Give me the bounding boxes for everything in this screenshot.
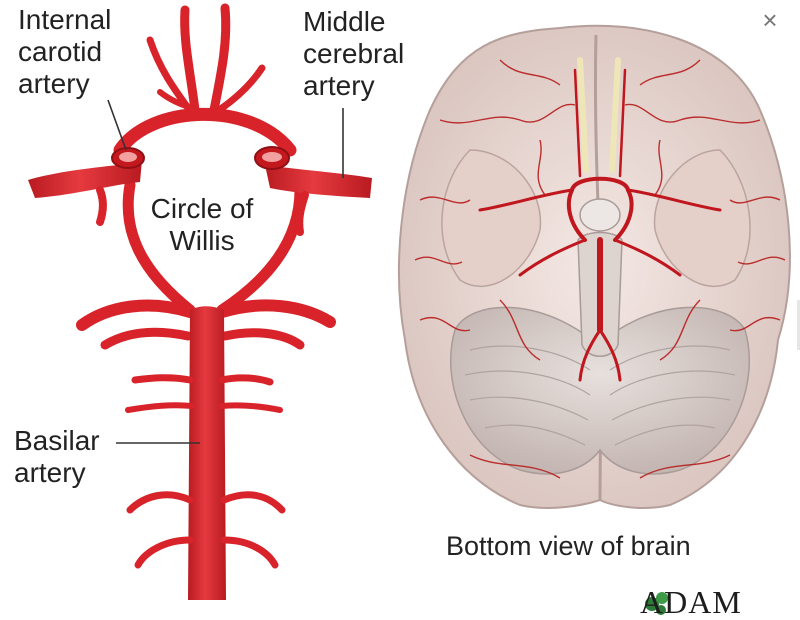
adam-logo-text: ADAM: [640, 586, 742, 618]
leader-lines: [108, 100, 343, 443]
close-icon[interactable]: ×: [756, 6, 784, 34]
adam-logo: ADAM: [640, 586, 742, 618]
bottom-view-caption: Bottom view of brain: [446, 530, 691, 562]
basilar-artery-label: Basilar artery: [14, 425, 100, 489]
middle-cerebral-right: [255, 147, 372, 232]
internal-carotid-artery-label: Internal carotid artery: [18, 4, 111, 100]
basilar-artery-vessel: [128, 306, 282, 600]
upper-branches: [150, 8, 262, 110]
circle-of-willis-label: Circle of Willis: [137, 193, 267, 257]
brain-bottom-view: [399, 26, 790, 508]
middle-cerebral-artery-label: Middle cerebral artery: [303, 6, 404, 102]
